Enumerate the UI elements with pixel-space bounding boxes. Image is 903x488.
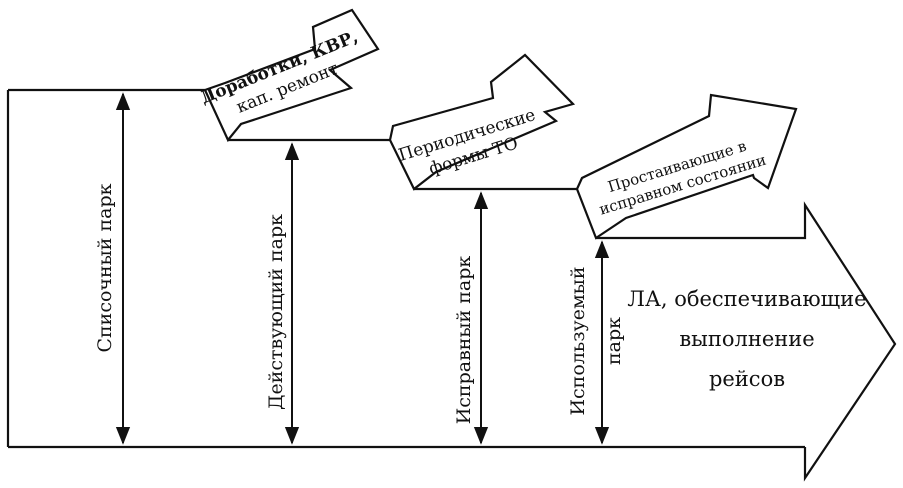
main-label-line3: рейсов: [709, 367, 785, 391]
arrow-idle: [575, 93, 798, 240]
arrow-modifications-shape: [203, 8, 380, 143]
arrow-idle-shape: [575, 93, 798, 240]
ispravny-label: Исправный парк: [453, 256, 475, 425]
ispolzuemy-label-line1: Используемый: [567, 266, 589, 415]
arrow-periodic: [388, 53, 576, 191]
main-label-line1: ЛА, обеспечивающие: [627, 287, 866, 311]
main-arrow-shape: [596, 201, 897, 482]
arrow-modifications: [203, 8, 380, 143]
spisochny-label: Списочный парк: [94, 183, 116, 352]
main-label-line2: выполнение: [679, 327, 814, 351]
ispolzuemy-label-line2: парк: [603, 317, 625, 365]
outer-frame: [6, 88, 805, 449]
deystvuyushchy-label: Действующий парк: [265, 214, 287, 410]
arrow-periodic-shape: [388, 53, 576, 191]
